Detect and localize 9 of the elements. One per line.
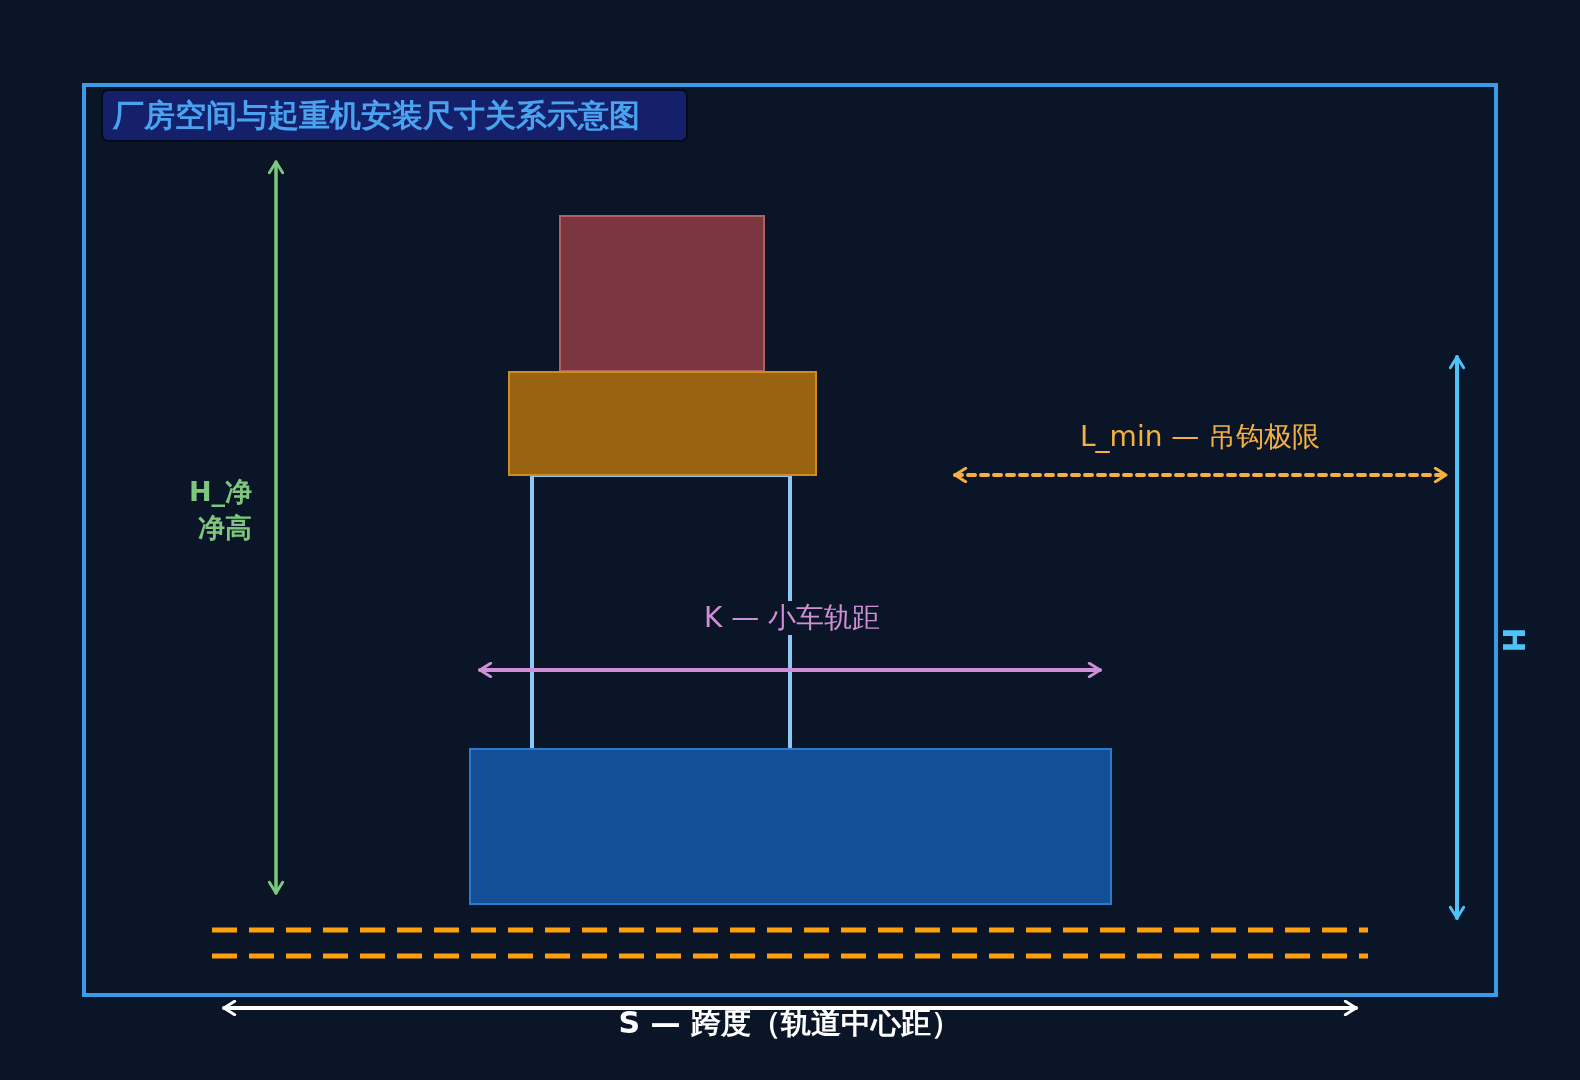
dimension-label: S — 跨度（轨道中心距）	[618, 1005, 961, 1041]
counterweight-block	[559, 215, 765, 372]
dimension-label: L_min — 吊钩极限	[1080, 420, 1321, 454]
trolley-block	[508, 371, 817, 476]
dimension-label: 净高	[198, 512, 252, 545]
dimension-label: H_净	[189, 476, 253, 509]
title-banner: 厂房空间与起重机安装尺寸关系示意图	[101, 89, 688, 142]
dimension-label: H	[1494, 627, 1531, 653]
crane-beam-block	[469, 748, 1112, 905]
